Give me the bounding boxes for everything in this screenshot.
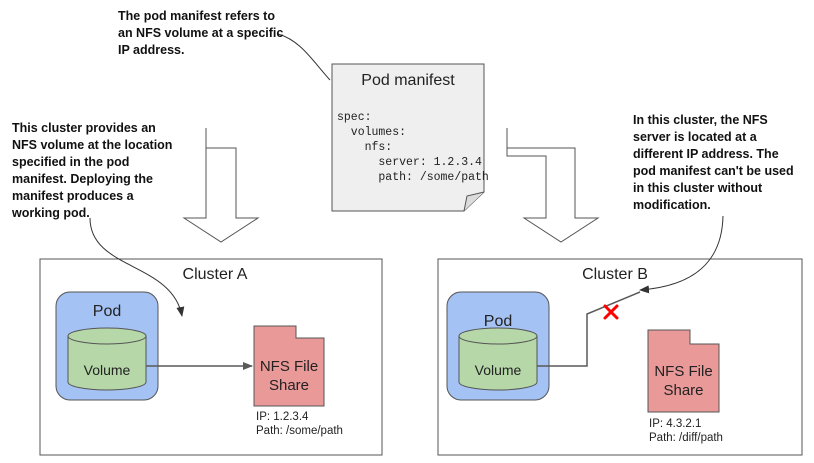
right-hollow-arrow <box>506 128 600 243</box>
right-callout-curve <box>639 215 724 294</box>
cluster-b-path: Path: /diff/path <box>649 432 723 444</box>
cluster-b-volume <box>458 336 538 391</box>
cluster-a-pod-label: Pod <box>92 303 122 320</box>
left-annotation: This cluster provides an NFS volume at t… <box>12 121 173 220</box>
cluster-b-failure-cross-icon <box>603 304 619 320</box>
cluster-b-volume-label: Volume <box>474 362 522 378</box>
cluster-a-nfs-label: NFS File Share <box>259 358 319 394</box>
cluster-b-nfs-share <box>647 329 720 413</box>
pod-manifest-title: Pod manifest <box>361 72 455 89</box>
left-hollow-arrow <box>182 128 260 243</box>
top-annotation: The pod manifest refers to an NFS volume… <box>118 9 284 57</box>
left-callout-curve <box>89 217 185 317</box>
cluster-a-volume-top <box>67 327 147 345</box>
pod-manifest-page-fold <box>463 191 485 212</box>
cluster-a-title: Cluster A <box>182 266 248 283</box>
cluster-b-nfs-label: NFS File Share <box>654 363 713 399</box>
cluster-a-path: Path: /some/path <box>256 425 343 437</box>
cluster-b-ip: IP: 4.3.2.1 <box>649 418 702 430</box>
pod-manifest-code: spec: volumes: nfs: server: 1.2.3.4 path… <box>337 111 489 184</box>
cluster-a-volume-label: Volume <box>83 362 131 378</box>
cluster-b-title: Cluster B <box>582 266 648 283</box>
cluster-a-ip: IP: 1.2.3.4 <box>256 411 309 423</box>
cluster-a-nfs-share <box>253 325 325 407</box>
top-callout-curve <box>277 33 331 81</box>
cluster-b-volume-top <box>458 327 538 345</box>
cluster-a-volume <box>67 336 147 391</box>
right-annotation: In this cluster, the NFS server is locat… <box>633 113 794 212</box>
cluster-b-pod-label: Pod <box>483 313 513 330</box>
cluster-b-connection <box>537 291 641 367</box>
